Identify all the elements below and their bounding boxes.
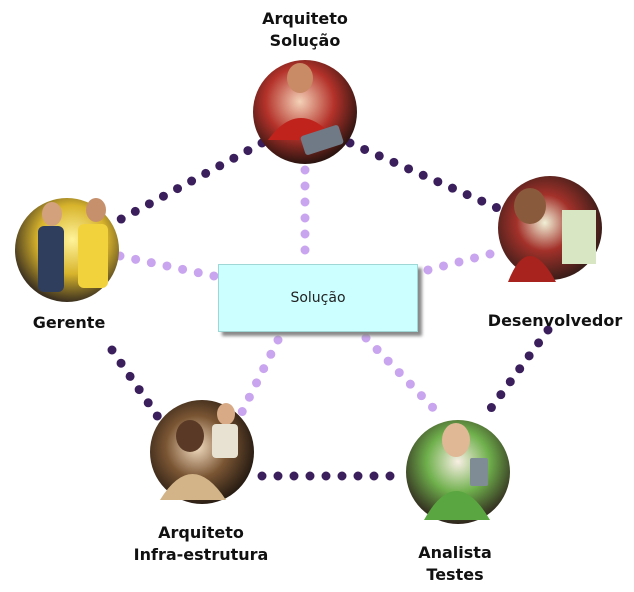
label-analista-testes: Analista Testes — [400, 542, 510, 586]
center-solucao-box: Solução — [218, 264, 418, 332]
label-line-2: Solução — [269, 31, 341, 50]
label-arquiteto-solucao: Arquiteto Solução — [255, 8, 355, 52]
label-line-1: Arquiteto — [158, 523, 244, 542]
spoke-testes — [361, 333, 445, 420]
photo-analista-testes — [406, 420, 510, 524]
spoke-infra — [233, 335, 283, 425]
center-label: Solução — [290, 290, 346, 306]
connector-desenvolvedor-testes — [481, 325, 553, 420]
label-line-2: Infra-estrutura — [133, 545, 269, 564]
label-line-2: Testes — [426, 565, 484, 584]
label-desenvolvedor: Desenvolvedor — [480, 310, 630, 332]
spoke-desenvolvedor — [415, 249, 495, 277]
label-line-1: Analista — [418, 543, 492, 562]
photo-desenvolvedor — [498, 176, 602, 282]
connector-solucao-gerente — [107, 138, 267, 229]
photo-gerente — [15, 198, 119, 302]
connector-gerente-infra — [107, 345, 165, 425]
label-line-1: Gerente — [32, 313, 106, 332]
photo-arquiteto-infra — [150, 400, 254, 504]
label-line-1: Arquiteto — [262, 9, 348, 28]
inner-connectors — [115, 165, 495, 425]
connector-solucao-desenvolvedor — [345, 138, 507, 215]
spoke-gerente — [115, 251, 219, 281]
label-arquiteto-infra: Arquiteto Infra-estrutura — [126, 522, 276, 566]
label-line-1: Desenvolvedor — [487, 311, 623, 330]
label-gerente: Gerente — [24, 312, 114, 334]
photo-arquiteto-solucao — [253, 60, 357, 164]
outer-connectors — [107, 138, 553, 481]
